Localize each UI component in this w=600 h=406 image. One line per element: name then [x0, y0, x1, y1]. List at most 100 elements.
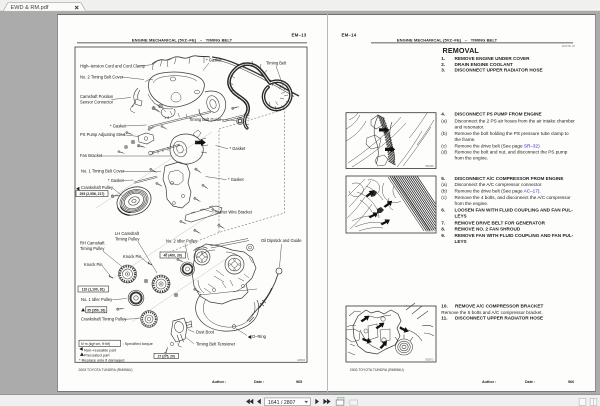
svg-text:No. 2 Idler Pulley: No. 2 Idler Pulley: [166, 238, 198, 243]
svg-text:Disconnect the 2 PS air hoses: Disconnect the 2 PS air hoses from the a…: [455, 119, 576, 124]
svg-text:ENGINE MECHANICAL (5VZ–FE): ENGINE MECHANICAL (5VZ–FE) – TIMING BELT: [132, 37, 233, 42]
svg-text:Crankshaft Timing Pulley: Crankshaft Timing Pulley: [81, 316, 127, 321]
svg-text:No. 1 Timing Belt Cover: No. 1 Timing Belt Cover: [81, 169, 125, 174]
svg-text:Non–reusable part: Non–reusable part: [84, 348, 117, 353]
svg-text:Remove the drive belt (See pag: Remove the drive belt (See page SR–32): [455, 143, 541, 148]
svg-text:6.: 6.: [441, 208, 445, 213]
svg-text:(a): (a): [441, 182, 447, 187]
svg-text:REMOVE A/C COMPRESSOR BRACKET: REMOVE A/C COMPRESSOR BRACKET: [455, 304, 543, 309]
svg-text:(a): (a): [441, 119, 447, 124]
svg-text:DISCONNECT PS PUMP FROM ENGINE: DISCONNECT PS PUMP FROM ENGINE: [455, 111, 542, 116]
svg-text:High–tension Cord and Cord Cla: High–tension Cord and Cord Clamp: [80, 63, 146, 68]
svg-text:Remove the drive belt (See pag: Remove the drive belt (See page AC–17).: [455, 188, 541, 193]
svg-text:110 (1,100, 81): 110 (1,100, 81): [82, 288, 105, 292]
svg-text:Sensor Connector: Sensor Connector: [80, 99, 114, 104]
svg-text:35 (350, 26): 35 (350, 26): [87, 308, 105, 312]
svg-text:11.: 11.: [441, 316, 447, 321]
svg-text:295 (2,958, 217): 295 (2,958, 217): [80, 192, 105, 196]
svg-text:* Gasket: * Gasket: [108, 178, 125, 183]
svg-text:Knock Pin: Knock Pin: [84, 262, 103, 267]
svg-text:Remove the 4 bolts, and discon: Remove the 4 bolts, and disconnect the A…: [455, 195, 572, 200]
svg-text:EWD & RM.pdf: EWD & RM.pdf: [11, 5, 49, 11]
svg-text:from the engine.: from the engine.: [455, 156, 489, 161]
svg-text:27 (275, 20): 27 (275, 20): [158, 355, 175, 359]
svg-text:and resonator.: and resonator.: [455, 125, 485, 130]
svg-text:EM–14: EM–14: [342, 33, 357, 38]
svg-text:Timing Pulley: Timing Pulley: [115, 237, 140, 242]
svg-text:40 (400, 30): 40 (400, 30): [164, 254, 182, 258]
svg-text:EM04B–05: EM04B–05: [562, 44, 576, 48]
svg-text:9.: 9.: [441, 233, 445, 238]
svg-text:ENGINE MECHANICAL (5VZ–FE): ENGINE MECHANICAL (5VZ–FE) – TIMING BELT: [397, 37, 498, 42]
svg-text:LOOSEN FAN WITH FLUID COUPLING: LOOSEN FAN WITH FLUID COUPLING AND FAN P…: [455, 208, 574, 213]
svg-text:8.: 8.: [441, 227, 445, 232]
svg-text:Camshaft Position: Camshaft Position: [80, 94, 114, 99]
svg-text:O–Ring: O–Ring: [252, 334, 267, 339]
svg-text:Date :: Date :: [254, 380, 264, 384]
svg-text:2003 TOYOTA TUNDRA (RM956U): 2003 TOYOTA TUNDRA (RM956U): [350, 368, 404, 372]
svg-text:No. 1 Idler Pulley: No. 1 Idler Pulley: [81, 297, 113, 302]
svg-text:(b): (b): [441, 188, 447, 193]
svg-text:3.: 3.: [441, 67, 445, 72]
svg-text:7.: 7.: [441, 220, 445, 225]
svg-text:Date :: Date :: [525, 380, 535, 384]
svg-text:Remove the bolt and nut, and d: Remove the bolt and nut, and disconnect …: [455, 150, 568, 155]
svg-text:Timing Belt Tensioner: Timing Belt Tensioner: [196, 342, 236, 347]
svg-text:Disconnect the A/C compressor: Disconnect the A/C compressor connector.: [455, 182, 543, 187]
svg-text:LEYS: LEYS: [455, 214, 467, 219]
svg-text:(c): (c): [441, 143, 447, 148]
svg-text:REMOVAL: REMOVAL: [443, 46, 480, 55]
svg-text:DRAIN ENGINE COOLANT: DRAIN ENGINE COOLANT: [455, 62, 513, 67]
svg-text:Remove the bolt holding the PS: Remove the bolt holding the PS pressure …: [455, 131, 570, 136]
svg-text:Crankshaft Pulley: Crankshaft Pulley: [81, 185, 114, 190]
svg-text:Dust Boot: Dust Boot: [196, 330, 215, 335]
svg-text:DISCONNECT UPPER RADIATOR HOSE: DISCONNECT UPPER RADIATOR HOSE: [455, 67, 543, 72]
svg-text:EM–13: EM–13: [292, 33, 307, 38]
svg-text:1.: 1.: [441, 56, 445, 61]
svg-text:Starter Wire Bracket: Starter Wire Bracket: [215, 209, 253, 214]
svg-text:LEYS: LEYS: [455, 239, 467, 244]
svg-text:REMOVE DRIVE BELT FOR GENERATO: REMOVE DRIVE BELT FOR GENERATOR: [455, 220, 546, 225]
svg-text:966: 966: [568, 380, 574, 384]
svg-text:Timing Pulley: Timing Pulley: [80, 246, 105, 251]
svg-text:* Gasket: * Gasket: [110, 123, 127, 128]
svg-text:the frame.: the frame.: [455, 137, 476, 142]
svg-text:Oil Dipstick and Guide: Oil Dipstick and Guide: [261, 238, 302, 243]
svg-text:Remove the 5 bolts and A/C com: Remove the 5 bolts and A/C compressor br…: [441, 310, 542, 315]
svg-text:B00186: B00186: [426, 166, 435, 168]
svg-text:RH Camshaft: RH Camshaft: [80, 241, 105, 246]
svg-text:LH Camshaft: LH Camshaft: [115, 231, 140, 236]
svg-text:* Gasket: * Gasket: [228, 177, 245, 182]
svg-text:Author :: Author :: [212, 380, 226, 384]
svg-text:965: 965: [296, 380, 302, 384]
svg-text:Precoated part: Precoated part: [84, 352, 110, 357]
svg-text:PS Pump Adjusting Strut: PS Pump Adjusting Strut: [80, 132, 126, 137]
svg-text:Timing Belt: Timing Belt: [266, 61, 287, 66]
svg-text:Author :: Author :: [482, 380, 496, 384]
svg-text:N·m (kgf·cm, ft·lbf): N·m (kgf·cm, ft·lbf): [81, 342, 110, 346]
svg-text:Fan Bracket: Fan Bracket: [80, 153, 103, 158]
svg-text:4.: 4.: [441, 111, 445, 116]
svg-text:x 8: x 8: [165, 116, 170, 120]
svg-text:: Specified torque: : Specified torque: [123, 341, 153, 346]
svg-text:* Replace only if damaged: * Replace only if damaged: [79, 358, 124, 363]
svg-text:B02872: B02872: [426, 359, 435, 361]
svg-text:(b): (b): [441, 131, 447, 136]
svg-text:Timing Belt Guide: Timing Belt Guide: [189, 117, 222, 122]
svg-text:10.: 10.: [441, 304, 447, 309]
svg-text:1641 / 2807: 1641 / 2807: [268, 400, 296, 406]
svg-text:5.: 5.: [441, 176, 445, 181]
svg-text:(c): (c): [441, 195, 447, 200]
svg-text:from the engine.: from the engine.: [455, 201, 489, 206]
svg-text:2.: 2.: [441, 62, 445, 67]
svg-text:Knock Pin: Knock Pin: [123, 254, 142, 259]
svg-text:2003 TOYOTA TUNDRA (RM956U): 2003 TOYOTA TUNDRA (RM956U): [79, 368, 133, 372]
svg-text:DISCONNECT UPPER RADIATOR HOSE: DISCONNECT UPPER RADIATOR HOSE: [455, 316, 543, 321]
svg-text:B02871: B02871: [426, 230, 435, 232]
svg-text:* Gasket: * Gasket: [230, 146, 247, 151]
svg-text:No. 2 Timing Belt Cover: No. 2 Timing Belt Cover: [80, 74, 124, 79]
svg-text:REMOVE NO. 2 FAN SHROUD: REMOVE NO. 2 FAN SHROUD: [455, 227, 521, 232]
svg-text:DISCONNECT A/C COMPRESSOR FROM: DISCONNECT A/C COMPRESSOR FROM ENGINE: [455, 176, 564, 181]
svg-text:A05063: A05063: [297, 359, 306, 362]
svg-text:REMOVE FAN WITH FLUID COUPLING: REMOVE FAN WITH FLUID COUPLING AND FAN P…: [455, 233, 574, 238]
